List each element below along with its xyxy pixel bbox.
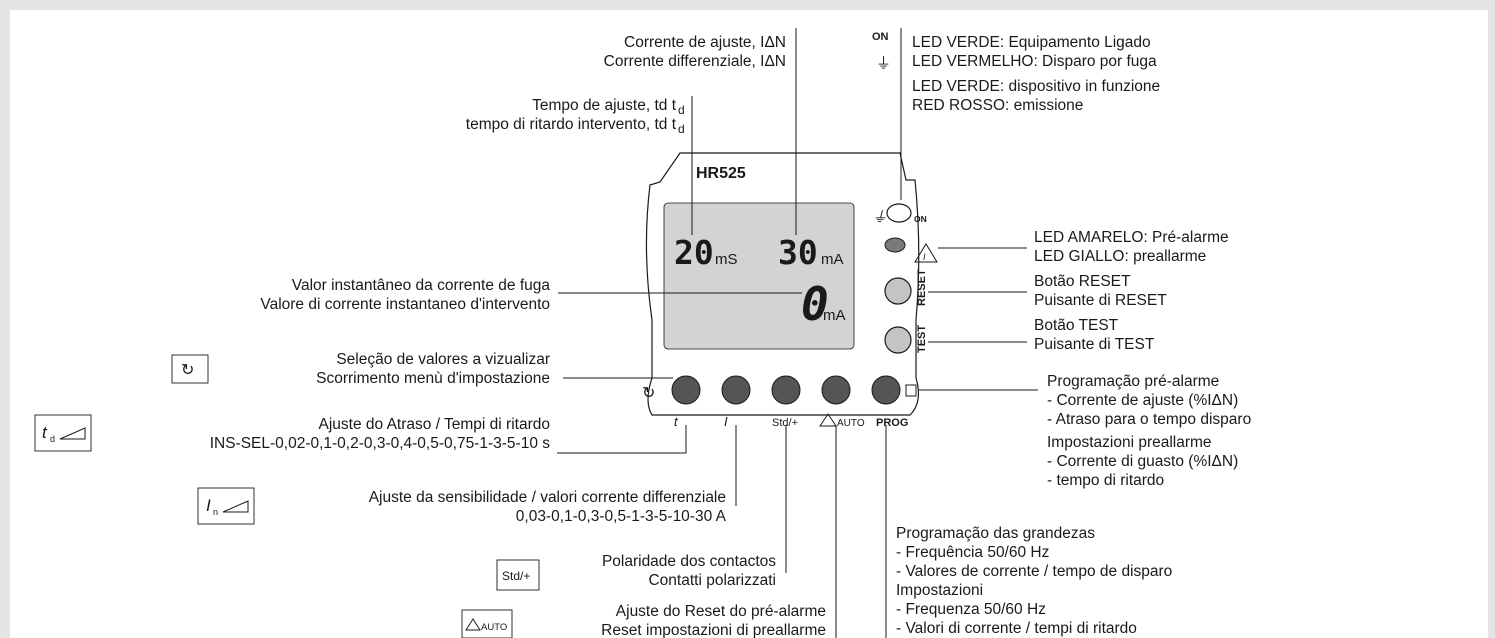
delay-line-1: Ajuste do Atraso / Tempi di ritardo (319, 416, 550, 433)
auto-button-label: AUTO (837, 418, 865, 429)
prog-quantities-line-6: - Valori di corrente / tempi di ritardo (896, 620, 1137, 637)
reset-button[interactable] (884, 277, 912, 305)
scroll-icon-device: ↻ (642, 385, 655, 402)
td-button-label: t (674, 414, 679, 429)
in-legend-sub: n (213, 507, 218, 517)
prealarm-prog-line-1: Programação pré-alarme (1047, 373, 1219, 390)
scroll-legend-box (171, 354, 209, 384)
on-led-label: ON (914, 214, 927, 224)
test-button-label: TEST (916, 325, 928, 353)
prog-quantities-line-3: - Valores de corrente / tempo de disparo (896, 563, 1172, 580)
std-button-label: Std/+ (772, 417, 798, 429)
prog-button[interactable] (871, 375, 901, 405)
yellow-led-line-2: LED GIALLO: preallarme (1034, 248, 1206, 265)
prealarm-prog-line-2: - Corrente de ajuste (%IΔN) (1047, 392, 1238, 409)
warning-icon-letter: I (923, 252, 926, 262)
in-legend-box (197, 487, 255, 525)
prealarm-reset-button[interactable] (821, 375, 851, 405)
prog-button-label: PROG (876, 417, 908, 429)
test-button-line-2: Puisante di TEST (1034, 336, 1155, 353)
prealarm-prog-line-6: - tempo di ritardo (1047, 472, 1164, 489)
prealarm-prog-line-5: - Corrente di guasto (%IΔN) (1047, 453, 1238, 470)
prealarm-reset-line-2: Reset impostazioni di preallarme (601, 622, 826, 638)
prealarm-led (884, 237, 906, 253)
td-legend-ramp (59, 427, 86, 440)
instant-current-line-2: Valore di corrente instantaneo d'interve… (260, 296, 550, 313)
prog-quantities-line-5: - Frequenza 50/60 Hz (896, 601, 1046, 618)
auto-legend-text: AUTO (481, 622, 507, 633)
td-legend-box (34, 414, 92, 452)
prealarm-reset-line-1: Ajuste do Reset do pré-alarme (616, 603, 826, 620)
reset-button-line-1: Botão RESET (1034, 273, 1131, 290)
reset-button-line-2: Puisante di RESET (1034, 292, 1167, 309)
sensitivity-line-1: Ajuste da sensibilidade / valori corrent… (369, 489, 726, 506)
current-setting-line-1: Corrente de ajuste, IΔN (624, 34, 786, 51)
polarity-line-1: Polaridade dos contactos (602, 553, 776, 570)
lcd-screen (663, 202, 855, 350)
prog-quantities-line-4: Impostazioni (896, 582, 983, 599)
polarity-button[interactable] (771, 375, 801, 405)
time-setting-line-2: tempo di ritardo intervento, td t (466, 116, 677, 133)
earth-symbol-device: ⏚ (872, 209, 887, 226)
led-line-1: LED VERDE: Equipamento Ligado (912, 34, 1151, 51)
on-led (886, 203, 912, 223)
lcd-current-value: 30 (778, 233, 818, 272)
reset-button-label: RESET (916, 269, 928, 306)
yellow-led-line-1: LED AMARELO: Pré-alarme (1034, 229, 1229, 246)
prog-quantities-line-1: Programação das grandezas (896, 525, 1095, 542)
instant-current-line-1: Valor instantâneo da corrente de fuga (292, 277, 551, 294)
model-label: HR525 (696, 165, 746, 182)
on-symbol-annotation: ON (872, 31, 889, 43)
td-legend-text: t (42, 423, 48, 442)
in-legend-ramp (222, 500, 249, 513)
led-line-3: LED VERDE: dispositivo in funzione (912, 78, 1160, 95)
polarity-line-2: Contatti polarizzati (648, 572, 776, 589)
lcd-instant-unit: mA (823, 307, 846, 324)
scroll-button[interactable] (671, 375, 701, 405)
scroll-line-1: Seleção de valores a vizualizar (336, 351, 550, 368)
current-setting-line-2: Corrente differenziale, IΔN (604, 53, 786, 70)
prog-quantities-line-2: - Frequência 50/60 Hz (896, 544, 1049, 561)
lcd-instant-value: 0 (801, 277, 829, 331)
led-line-4: RED ROSSO: emissione (912, 97, 1083, 114)
test-button[interactable] (884, 326, 912, 354)
td-legend-sub: d (50, 434, 55, 444)
delay-line-2: INS-SEL-0,02-0,1-0,2-0,3-0,4-0,5-0,75-1-… (210, 435, 551, 452)
device-body (645, 152, 920, 416)
sensitivity-line-2: 0,03-0,1-0,3-0,5-1-3-5-10-30 A (516, 508, 727, 525)
sensitivity-button[interactable] (721, 375, 751, 405)
time-setting-sub-2: d (678, 122, 685, 136)
auto-triangle-icon (819, 413, 837, 427)
time-setting-sub-1: d (678, 103, 685, 117)
scroll-line-2: Scorrimento menù d'impostazione (316, 370, 550, 387)
warning-icon (914, 243, 938, 263)
test-button-line-1: Botão TEST (1034, 317, 1119, 334)
prealarm-prog-line-3: - Atraso para o tempo disparo (1047, 411, 1251, 428)
auto-legend-triangle (465, 618, 481, 631)
led-line-2: LED VERMELHO: Disparo por fuga (912, 53, 1157, 70)
lcd-time-value: 20 (674, 233, 714, 272)
memory-icon (905, 384, 917, 397)
diagram-panel: HR525 20 mS 30 mA 0 mA ⏚ ON I RESET TEST… (10, 10, 1488, 638)
hr525-diagram: HR525 20 mS 30 mA 0 mA ⏚ ON I RESET TEST… (34, 28, 1251, 638)
time-setting-line-1: Tempo de ajuste, td t (532, 97, 677, 114)
lcd-current-unit: mA (821, 251, 844, 268)
scroll-legend-icon: ↻ (181, 362, 194, 379)
leader-lines (557, 28, 1038, 638)
in-legend-text: I (206, 496, 211, 515)
std-legend-text: Std/+ (502, 569, 530, 583)
prealarm-prog-line-4: Impostazioni preallarme (1047, 434, 1212, 451)
std-legend-box (496, 559, 540, 591)
lcd-time-unit: mS (715, 251, 738, 268)
earth-symbol-annotation: ⏚ (876, 55, 891, 72)
id-button-label: I (724, 414, 728, 429)
